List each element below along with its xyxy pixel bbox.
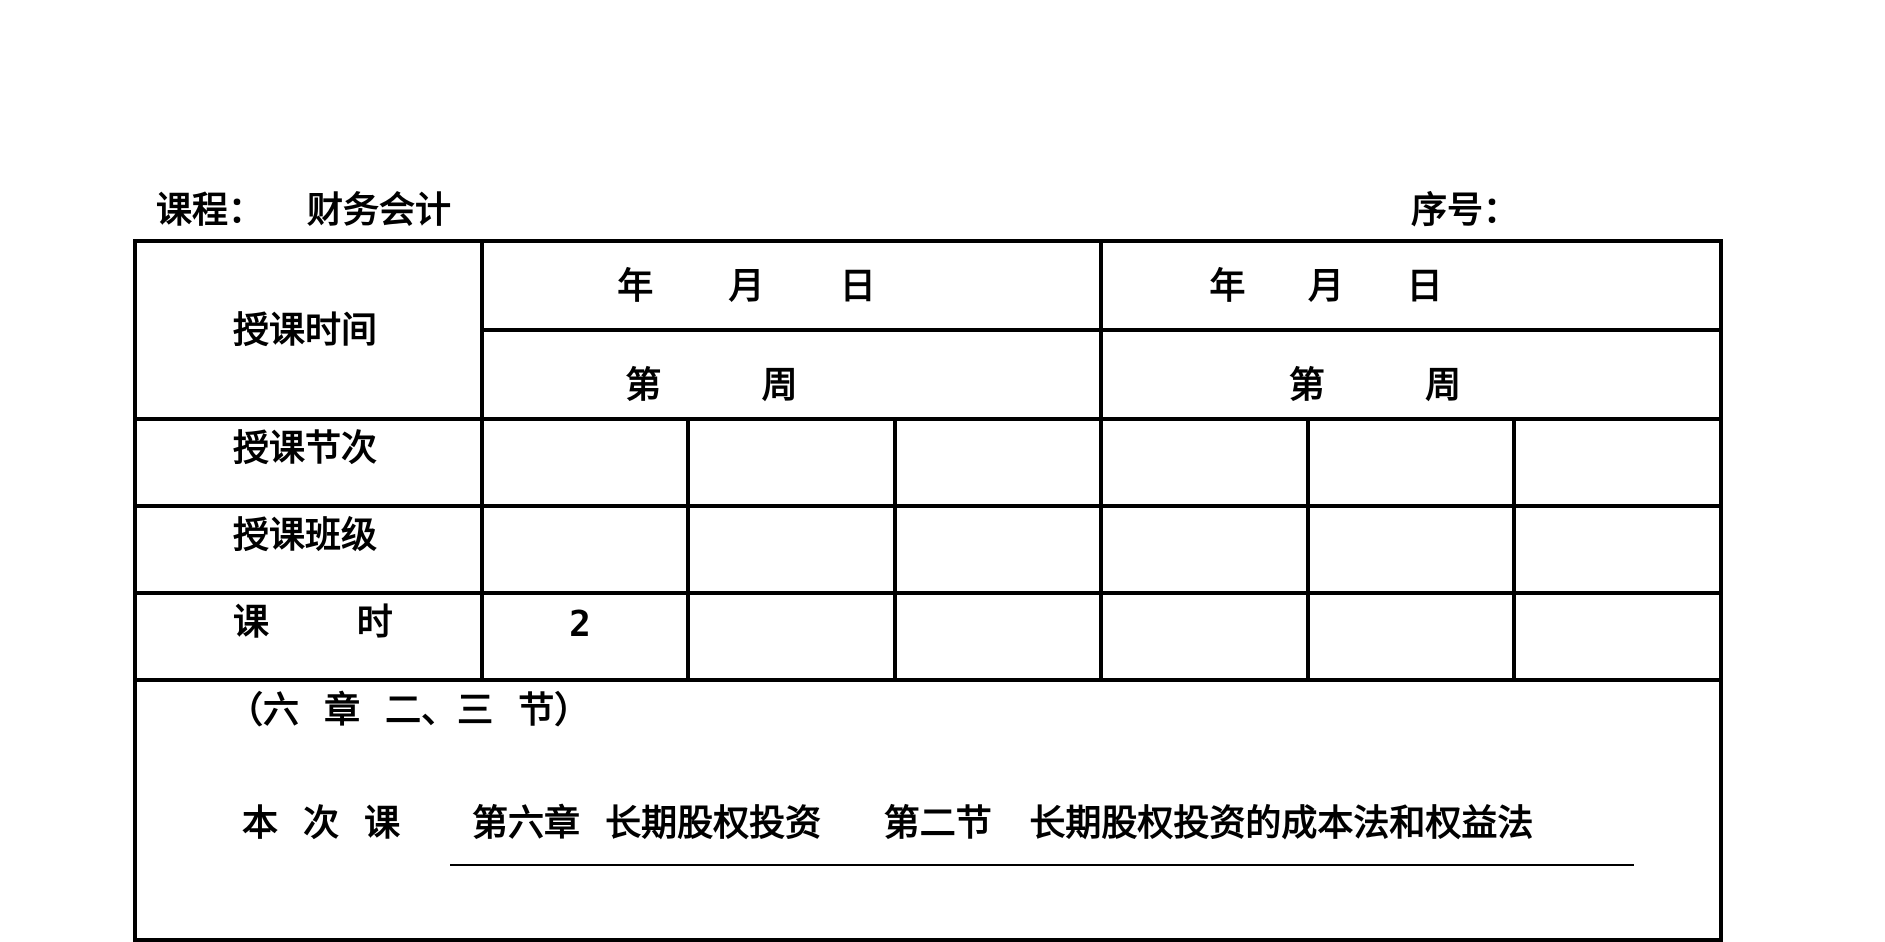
hours-cell[interactable] bbox=[686, 591, 897, 682]
class-cell[interactable] bbox=[892, 504, 1104, 595]
period-cell[interactable] bbox=[1512, 417, 1724, 508]
serial-label: 序号： bbox=[1411, 190, 1520, 231]
course-name: 财务会计 bbox=[307, 190, 452, 231]
topic-text: 第六章 长期股权投资 第二节 长期股权投资的成本法和权益法 bbox=[472, 803, 1534, 844]
course-label: 课程： bbox=[156, 190, 265, 231]
content-cell: （六 章 二、三 节） 本 次 课 第六章 长期股权投资 第二节 长期股权投资的… bbox=[132, 678, 1724, 942]
teaching-time-label-cell: 授课时间 bbox=[133, 239, 484, 421]
period-cell[interactable] bbox=[892, 417, 1104, 508]
date-left-cell: 年 月 日 bbox=[479, 239, 1104, 332]
class-label: 授课班级 bbox=[233, 515, 378, 556]
hours-cell[interactable] bbox=[1099, 591, 1311, 682]
period-cell[interactable] bbox=[686, 417, 897, 508]
class-label-cell: 授课班级 bbox=[133, 504, 484, 595]
class-cell[interactable] bbox=[686, 504, 897, 595]
hours-value-cell[interactable]: 2 bbox=[480, 591, 690, 682]
hours-label-cell: 课 时 bbox=[133, 591, 484, 682]
week-right-cell: 第 周 bbox=[1099, 328, 1724, 421]
date-right-cell: 年 月 日 bbox=[1099, 239, 1724, 332]
period-cell[interactable] bbox=[480, 417, 690, 508]
period-label: 授课节次 bbox=[233, 428, 378, 469]
period-label-cell: 授课节次 bbox=[133, 417, 484, 508]
teaching-time-label: 授课时间 bbox=[233, 310, 378, 351]
class-cell[interactable] bbox=[1306, 504, 1517, 595]
week-right: 第 周 bbox=[1288, 365, 1462, 406]
class-cell[interactable] bbox=[1099, 504, 1311, 595]
hours-value: 2 bbox=[569, 604, 591, 645]
week-left-cell: 第 周 bbox=[479, 328, 1104, 421]
class-cell[interactable] bbox=[1512, 504, 1724, 595]
topic-label: 本 次 课 bbox=[242, 803, 401, 844]
chapter-note: （六 章 二、三 节） bbox=[227, 690, 591, 731]
date-left: 年 月 日 bbox=[617, 266, 876, 307]
hours-cell[interactable] bbox=[1512, 591, 1724, 682]
week-left: 第 周 bbox=[625, 365, 798, 406]
schedule-table: 授课时间 年 月 日 年 月 日 第 周 第 周 授课节次 bbox=[132, 239, 1724, 942]
class-cell[interactable] bbox=[480, 504, 690, 595]
hours-cell[interactable] bbox=[892, 591, 1104, 682]
hours-cell[interactable] bbox=[1306, 591, 1517, 682]
hours-label: 课 时 bbox=[233, 602, 393, 643]
date-right: 年 月 日 bbox=[1209, 266, 1443, 307]
topic-underline bbox=[450, 864, 1634, 866]
period-cell[interactable] bbox=[1306, 417, 1517, 508]
period-cell[interactable] bbox=[1099, 417, 1311, 508]
